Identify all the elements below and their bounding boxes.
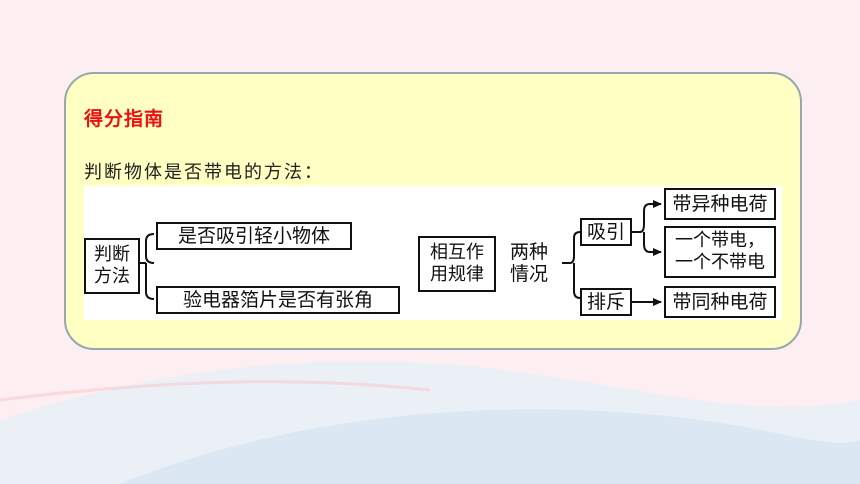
left-brace	[140, 233, 155, 300]
diagram-panel: 判断 方法 是否吸引轻小物体 验电器箔片是否有张角 相互作 用规律 两种 情况 …	[84, 186, 782, 320]
result-one-charged: 一个带电， 一个不带电	[664, 226, 776, 278]
section-heading: 得分指南	[84, 108, 165, 130]
judge-method-box: 判断 方法	[84, 238, 140, 294]
branch-electroscope-foil: 验电器箔片是否有张角	[156, 286, 400, 314]
attract-brace	[632, 203, 651, 253]
case-repel-box: 排斥	[580, 288, 632, 316]
result-same-charges: 带同种电荷	[664, 286, 776, 318]
two-cases-label: 两种 情况	[509, 241, 548, 285]
middle-brace	[562, 231, 581, 299]
result-opposite-charges: 带异种电荷	[664, 188, 776, 220]
branch-attract-small-objects: 是否吸引轻小物体	[156, 222, 352, 250]
case-attract-box: 吸引	[580, 218, 632, 246]
interaction-law-box: 相互作 用规律	[418, 236, 496, 292]
intro-text: 判断物体是否带电的方法：	[84, 162, 324, 183]
connector-lines	[140, 200, 662, 306]
